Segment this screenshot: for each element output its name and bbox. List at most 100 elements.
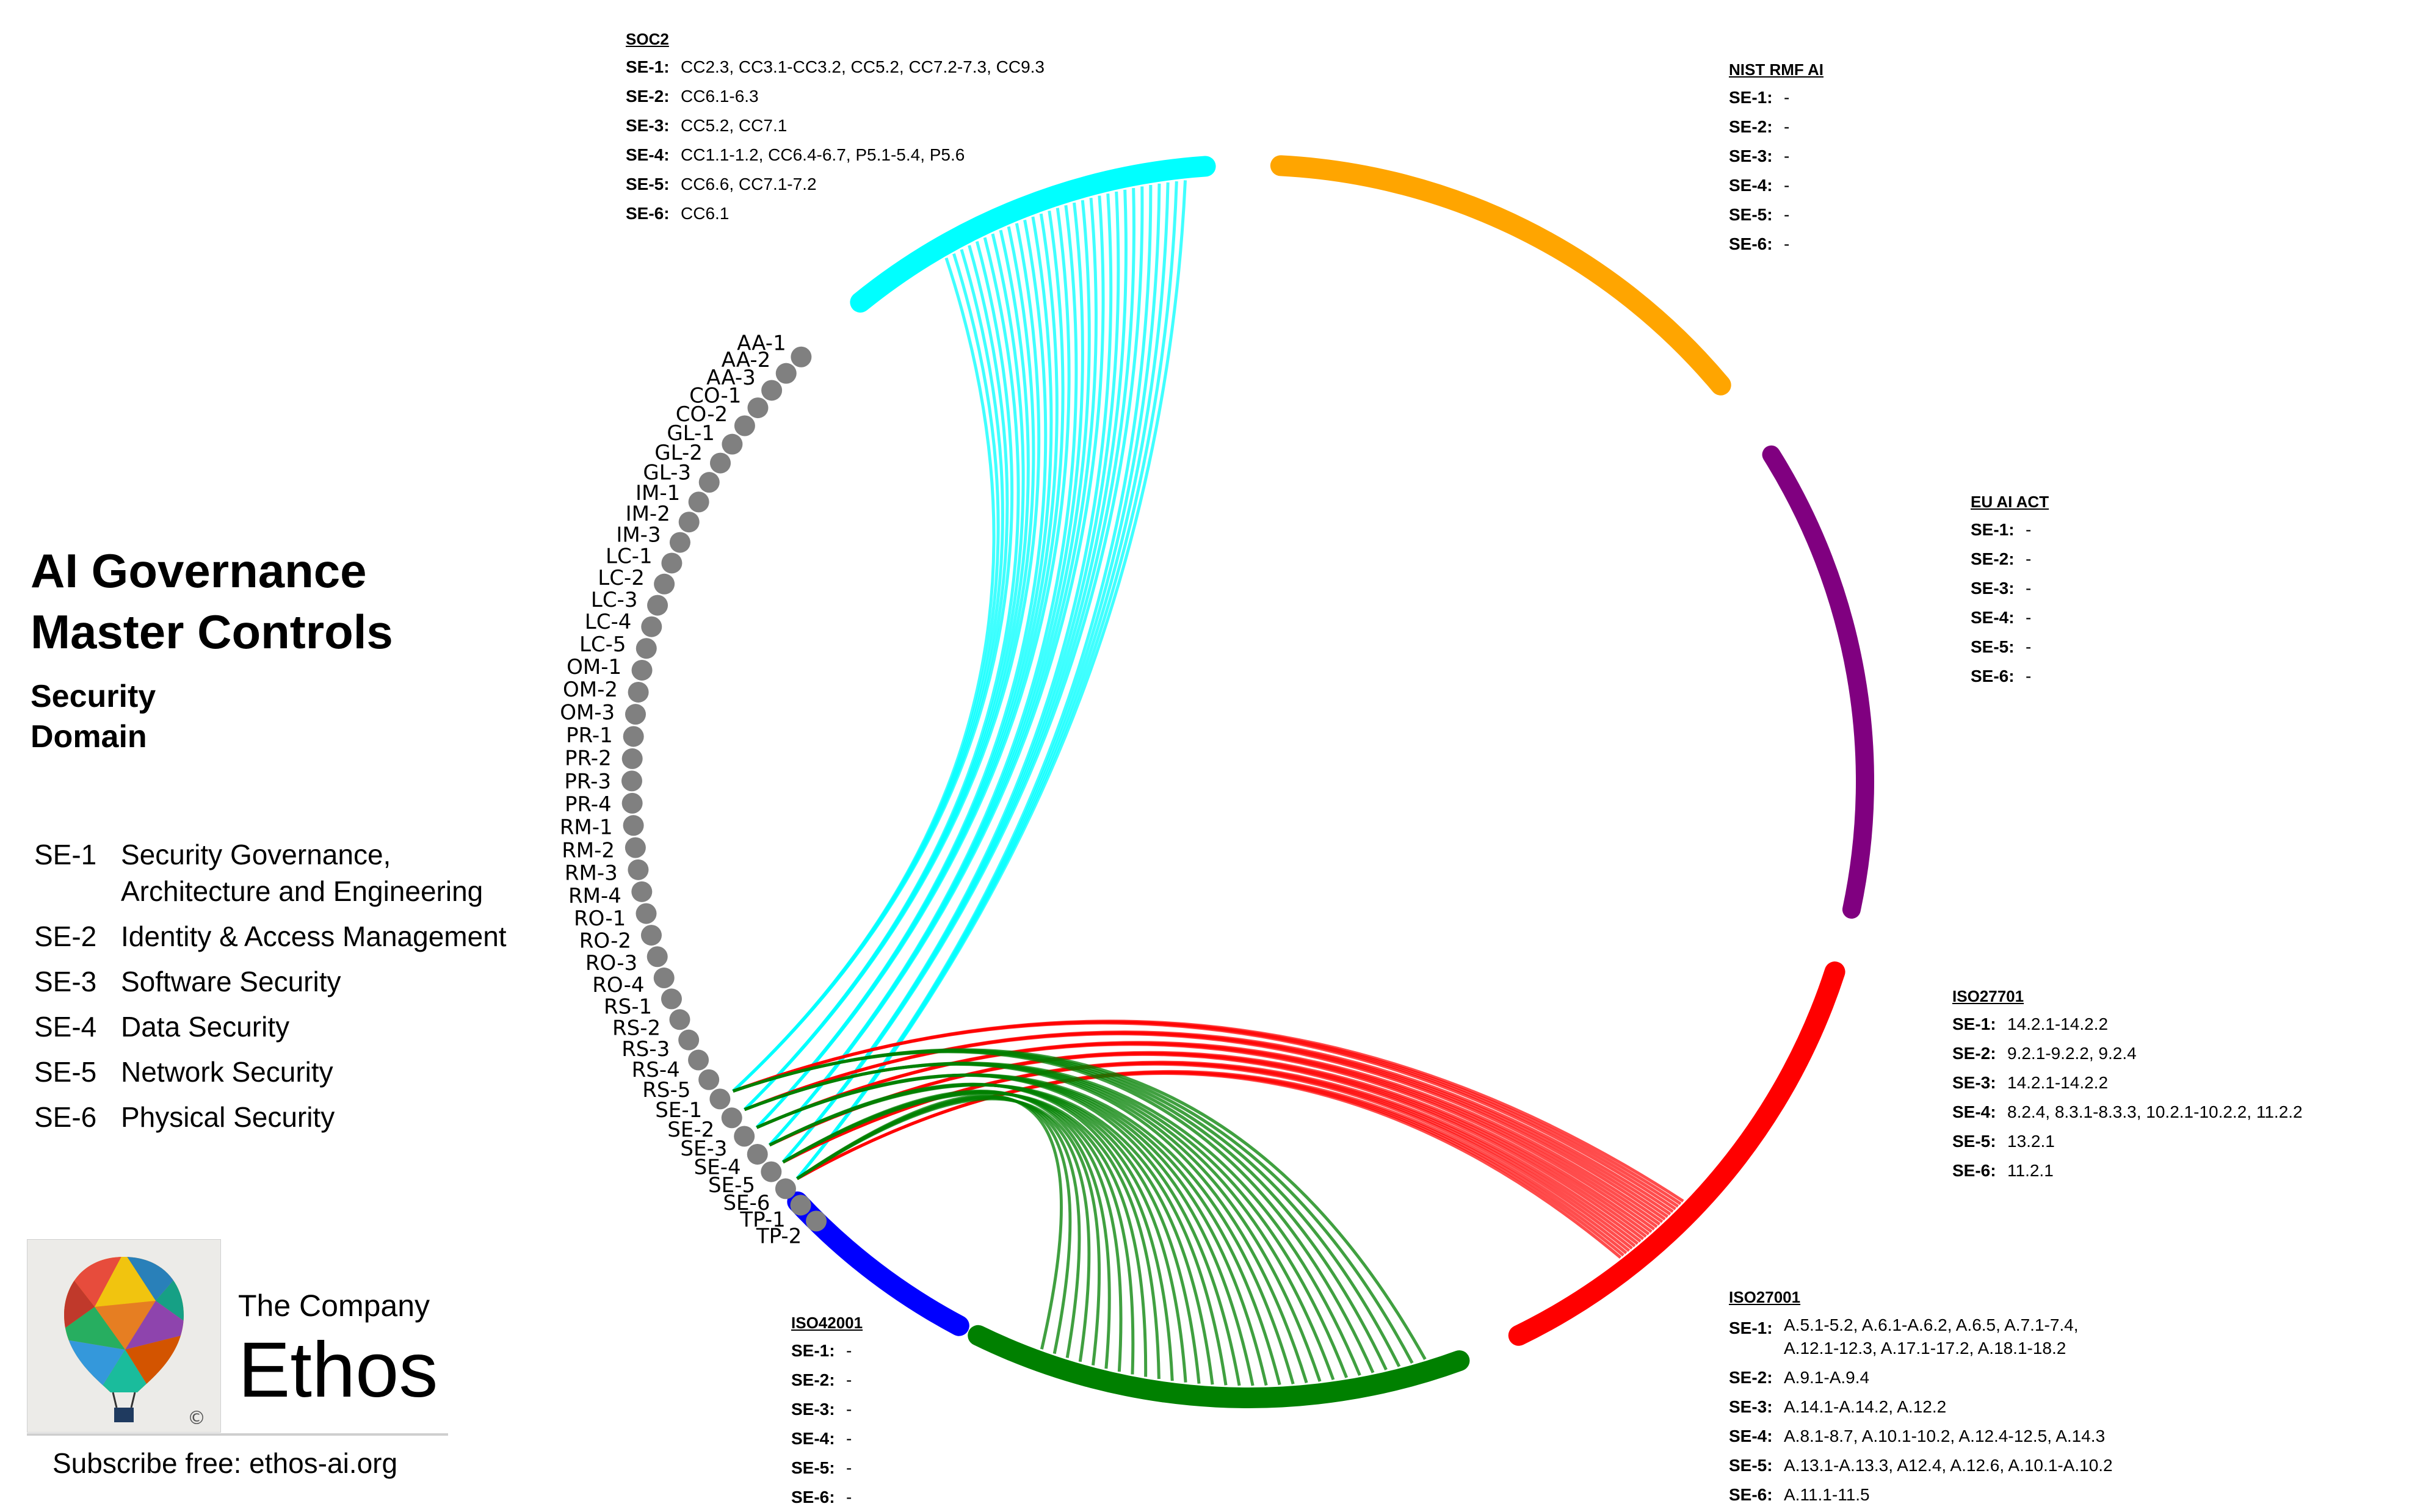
control-node (775, 363, 797, 384)
control-label: PR-1 (566, 723, 613, 748)
control-label: RM-3 (565, 861, 618, 886)
control-label: SE-6 (723, 1191, 770, 1215)
subscribe-link[interactable]: Subscribe free: ethos-ai.org (53, 1447, 398, 1479)
mapping-code: SE-1: (791, 1341, 835, 1360)
mapping-code: SE-3: (1729, 146, 1773, 165)
company-name: Ethos (238, 1326, 438, 1414)
mapping-code: SE-6: (1729, 234, 1773, 253)
copyright-mark: © (187, 1408, 206, 1429)
control-node (688, 1049, 709, 1071)
mapping-value: - (846, 1488, 852, 1507)
mapping-code: SE-2: (1729, 1368, 1773, 1387)
soc2-chord (755, 208, 1071, 1129)
control-node (641, 616, 662, 637)
control-node (747, 397, 769, 419)
control-label: RS-1 (604, 994, 652, 1019)
mapping-value: A.11.1-11.5 (1784, 1485, 1870, 1504)
control-node (623, 815, 644, 836)
mapping-value: - (1784, 205, 1790, 224)
company-tagline: The Company (238, 1289, 430, 1323)
mapping-code: SE-5: (1729, 205, 1773, 224)
control-label: LC-4 (585, 610, 632, 634)
framework-arcs (787, 155, 1874, 1408)
control-node (688, 491, 709, 513)
mapping-code: SE-3: (1971, 579, 2015, 598)
control-node (654, 573, 675, 595)
mapping-code: SE-2: (626, 87, 670, 106)
mapping-value: 9.2.1-9.2.2, 9.2.4 (2007, 1044, 2137, 1063)
page-title-line-2: Master Controls (31, 605, 393, 659)
mapping-code: SE-2: (1952, 1044, 1996, 1063)
mapping-code: SE-6: (626, 204, 670, 223)
iso27001-arc (968, 1325, 1470, 1408)
legend-description: Network Security (121, 1056, 333, 1088)
control-label: RO-2 (579, 929, 631, 953)
control-label: AA-3 (706, 366, 756, 390)
control-label: GL-1 (667, 421, 715, 446)
nist-title: NIST RMF AI (1729, 60, 1824, 79)
page-subtitle-line-1: Security (31, 679, 156, 714)
control-node (646, 946, 668, 968)
legend-description: Security Governance, Architecture and En… (121, 839, 483, 907)
mapping-code: SE-1: (626, 57, 670, 76)
control-node (640, 925, 662, 946)
balloon-logo: © (27, 1239, 221, 1433)
mapping-value: CC2.3, CC3.1-CC3.2, CC5.2, CC7.2-7.3, CC… (681, 57, 1045, 76)
legend-code: SE-3 (34, 966, 97, 997)
control-label: LC-5 (579, 632, 626, 657)
control-label: SE-1 (655, 1098, 702, 1123)
mapping-value: - (846, 1341, 852, 1360)
mapping-value: - (2026, 549, 2032, 568)
iso27701-title: ISO27701 (1952, 987, 2024, 1005)
legend-description: Identity & Access Management (121, 921, 507, 952)
page-subtitle-line-2: Domain (31, 719, 147, 754)
control-node (721, 1107, 742, 1129)
control-node (722, 433, 743, 455)
control-node (631, 659, 653, 681)
control-label: RO-3 (585, 951, 637, 975)
control-node (625, 837, 646, 858)
control-label: OM-2 (563, 678, 618, 702)
mapping-value: A.8.1-8.7, A.10.1-10.2, A.12.4-12.5, A.1… (1784, 1427, 2106, 1445)
iso27001-chord (782, 1090, 1111, 1369)
mapping-code: SE-4: (1952, 1102, 1996, 1121)
mapping-value: - (1784, 234, 1790, 253)
mapping-value: - (846, 1400, 852, 1419)
control-node (747, 1143, 768, 1165)
control-label: OM-3 (560, 700, 615, 725)
control-node (775, 1178, 796, 1199)
iso27001-title: ISO27001 (1729, 1288, 1801, 1306)
control-label: PR-4 (565, 792, 612, 817)
page-title: AI Governance Master Controls (31, 540, 519, 662)
legend-row: SE-2 Identity & Access Management (34, 918, 523, 955)
mapping-code: SE-1: (1729, 88, 1773, 107)
mapping-code: SE-2: (1729, 117, 1773, 136)
mapping-value: - (1784, 176, 1790, 195)
legend-description: Software Security (121, 966, 341, 997)
mapping-value: - (846, 1370, 852, 1389)
mapping-code: SE-3: (791, 1400, 835, 1419)
iso27701-arc (1508, 961, 1845, 1346)
chord-links (732, 180, 1684, 1386)
nist-rmf-ai-mapping: NIST RMF AI SE-1:- SE-2:- SE-3:- SE-4:- … (1729, 56, 1823, 259)
mapping-code: SE-5: (626, 175, 670, 194)
mapping-code: SE-3: (1952, 1073, 1996, 1092)
control-node (636, 903, 657, 924)
iso27701-chord (756, 1043, 1656, 1231)
mapping-value: CC6.6, CC7.1-7.2 (681, 175, 817, 194)
mapping-code: SE-4: (1729, 176, 1773, 195)
mapping-code: SE-5: (1952, 1132, 1996, 1151)
mapping-code: SE-3: (626, 116, 670, 135)
control-label: TP-1 (739, 1208, 785, 1232)
control-label: CO-1 (689, 383, 741, 408)
mapping-value: - (1784, 146, 1790, 165)
iso27701-chord (732, 1021, 1676, 1210)
euai-title: EU AI ACT (1971, 493, 2049, 511)
control-node (628, 681, 649, 703)
mapping-code: SE-4: (626, 145, 670, 164)
control-label: PR-2 (565, 747, 612, 771)
control-label: SE-4 (694, 1156, 741, 1180)
soc2-mapping: SOC2 SE-1:CC2.3, CC3.1-CC3.2, CC5.2, CC7… (626, 26, 1045, 228)
control-label: TP-2 (756, 1224, 802, 1249)
